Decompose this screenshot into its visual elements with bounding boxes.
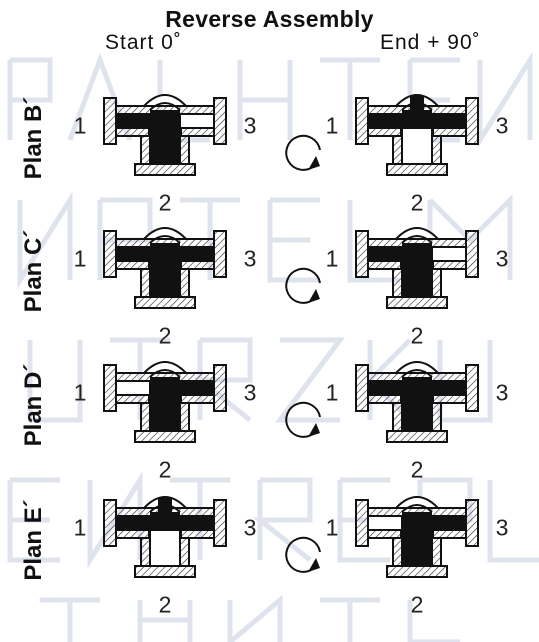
end-valve-port-bottom-label: 2 bbox=[410, 591, 424, 618]
end-valve-port-right-label: 3 bbox=[495, 379, 509, 406]
start-valve-port-bottom-label: 2 bbox=[158, 456, 172, 483]
end-valve-port-left-label: 1 bbox=[325, 379, 339, 406]
plan-label: Plan C´ bbox=[20, 229, 47, 313]
end-valve-diagram bbox=[355, 94, 479, 176]
start-valve-port-right-label: 3 bbox=[243, 379, 257, 406]
start-valve-diagram bbox=[103, 496, 227, 578]
start-column-header: Start 0˚ bbox=[105, 31, 182, 54]
start-valve-diagram bbox=[103, 227, 227, 309]
start-valve-diagram bbox=[103, 94, 227, 176]
end-valve-diagram bbox=[355, 361, 479, 443]
rotation-arrow-icon bbox=[285, 401, 321, 438]
end-valve-port-bottom-label: 2 bbox=[410, 456, 424, 483]
start-valve-port-left-label: 1 bbox=[73, 112, 87, 139]
end-valve-port-left-label: 1 bbox=[325, 245, 339, 272]
end-valve-port-left-label: 1 bbox=[325, 112, 339, 139]
start-valve-port-right-label: 3 bbox=[243, 112, 257, 139]
start-valve-port-left-label: 1 bbox=[73, 379, 87, 406]
end-valve-port-bottom-label: 2 bbox=[410, 322, 424, 349]
end-valve-port-left-label: 1 bbox=[325, 514, 339, 541]
start-valve-port-left-label: 1 bbox=[73, 514, 87, 541]
rotation-arrow-icon bbox=[285, 267, 321, 304]
end-valve-port-right-label: 3 bbox=[495, 245, 509, 272]
end-valve-diagram bbox=[355, 496, 479, 578]
plan-label: Plan D´ bbox=[20, 363, 47, 447]
diagram-title: Reverse Assembly bbox=[165, 6, 374, 32]
start-valve-port-bottom-label: 2 bbox=[158, 322, 172, 349]
plan-label: Plan B´ bbox=[20, 96, 47, 180]
plan-label: Plan E´ bbox=[20, 499, 47, 581]
start-valve-port-bottom-label: 2 bbox=[158, 591, 172, 618]
end-column-header: End + 90˚ bbox=[380, 31, 481, 54]
start-valve-port-right-label: 3 bbox=[243, 245, 257, 272]
end-valve-diagram bbox=[355, 227, 479, 309]
start-valve-diagram bbox=[103, 361, 227, 443]
start-valve-port-bottom-label: 2 bbox=[158, 189, 172, 216]
start-valve-port-left-label: 1 bbox=[73, 245, 87, 272]
start-valve-port-right-label: 3 bbox=[243, 514, 257, 541]
end-valve-port-right-label: 3 bbox=[495, 514, 509, 541]
end-valve-port-bottom-label: 2 bbox=[410, 189, 424, 216]
rotation-arrow-icon bbox=[285, 134, 321, 171]
end-valve-port-right-label: 3 bbox=[495, 112, 509, 139]
rotation-arrow-icon bbox=[285, 536, 321, 573]
